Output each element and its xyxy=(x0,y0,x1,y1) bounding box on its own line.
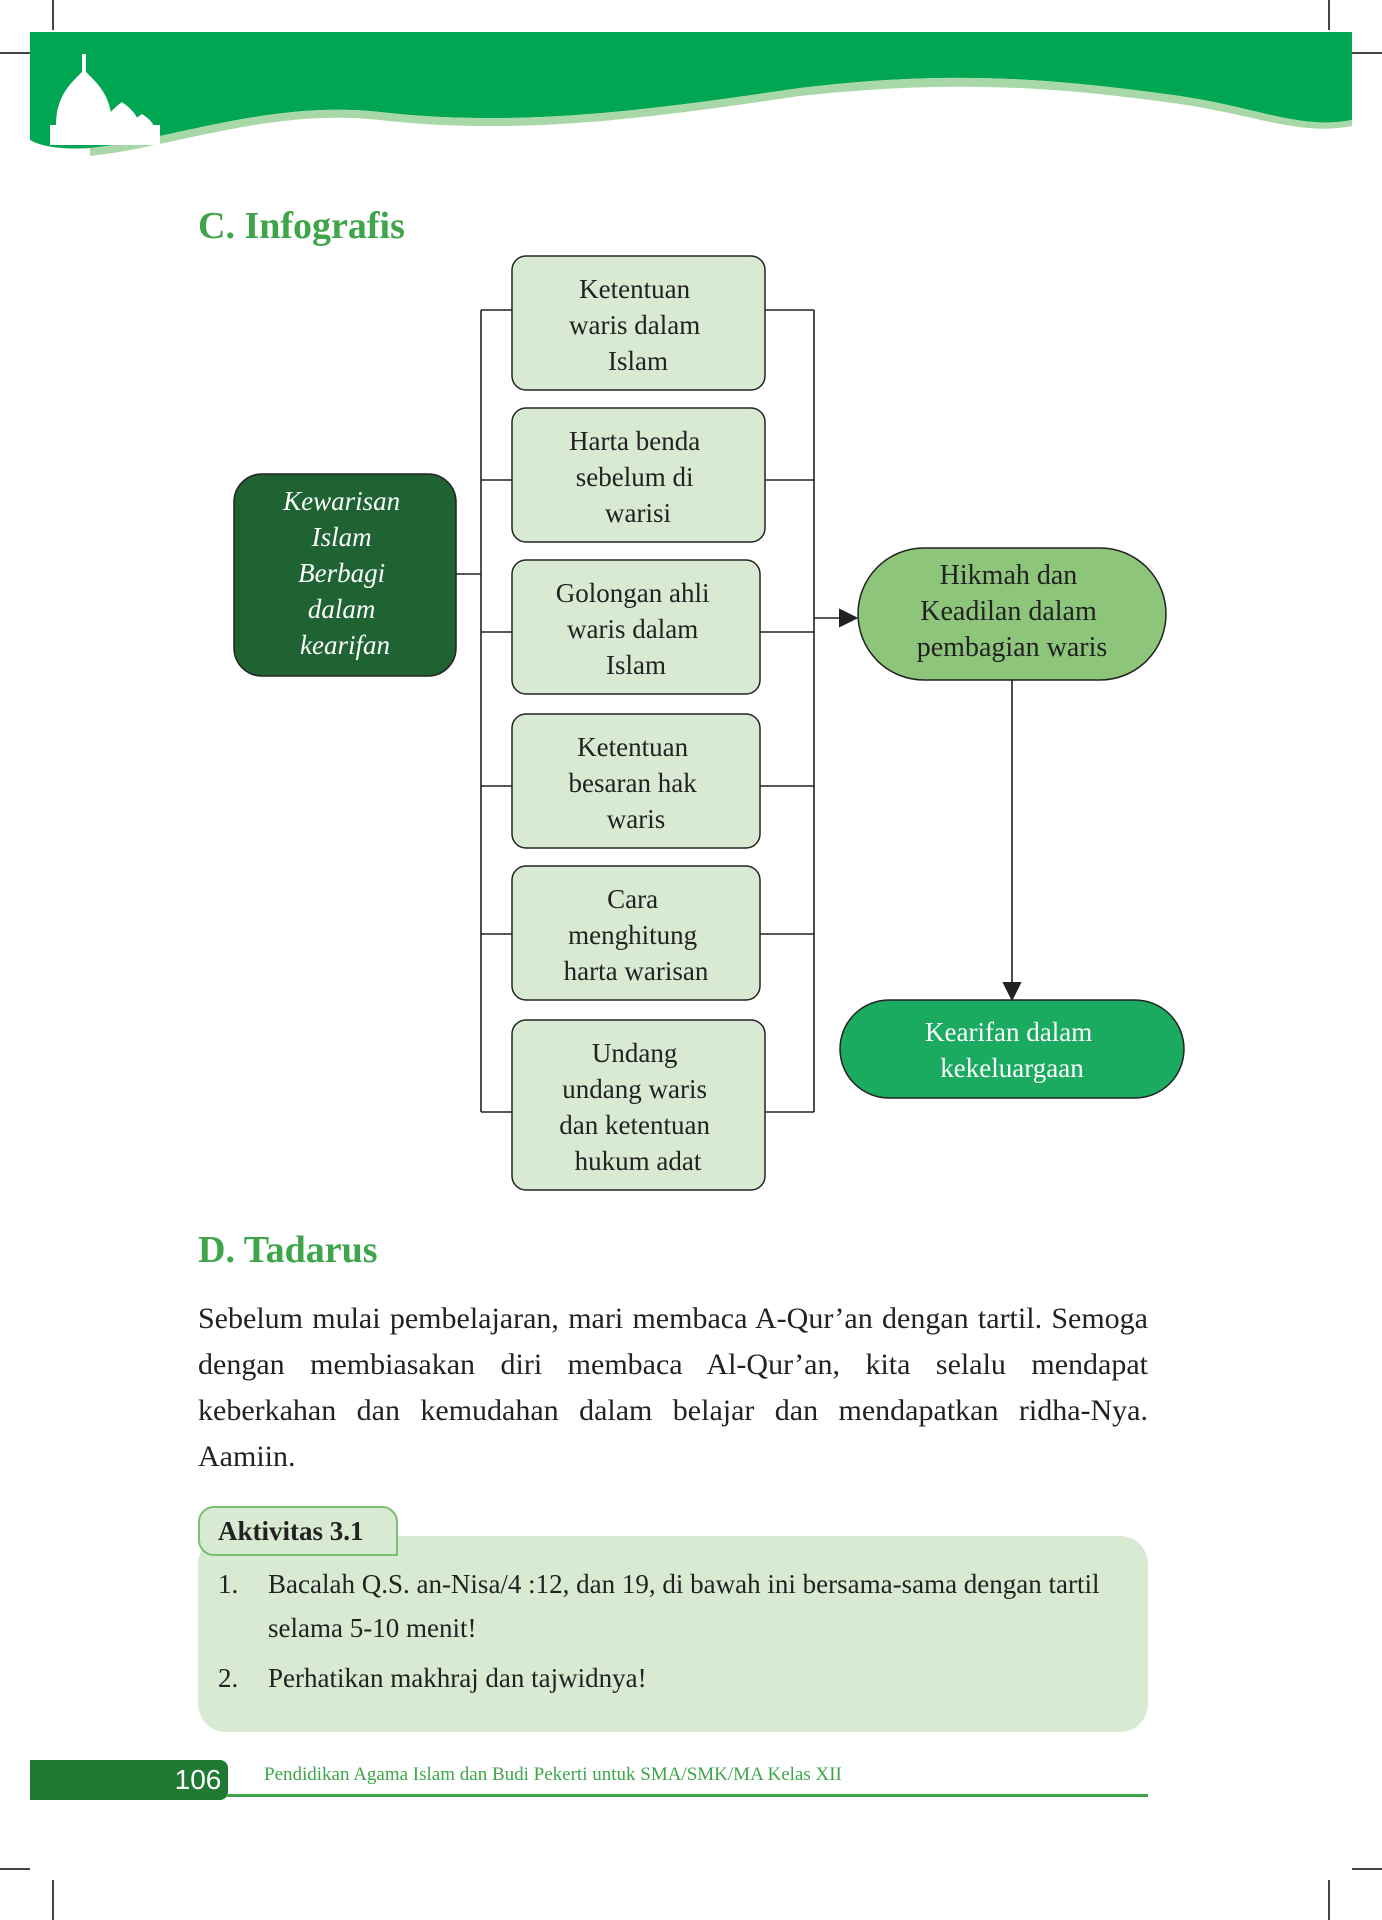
diagram-final-node: Kearifan dalam kekeluargaan xyxy=(839,999,1185,1099)
svg-text:Kewarisan Islam Be: Kewarisan Islam Berbagi dalam kearifan xyxy=(282,486,407,660)
crop-mark xyxy=(0,1868,30,1870)
item-label-line: Undang xyxy=(592,1038,677,1068)
root-label-line: Berbagi xyxy=(298,558,385,588)
crop-mark xyxy=(1328,0,1330,30)
root-label-line: Kewarisan xyxy=(282,486,400,516)
svg-text:Harta benda sebelum di: Harta benda sebelum di warisi xyxy=(569,426,707,528)
item-label-line: Cara xyxy=(607,884,658,914)
crop-mark xyxy=(1352,1868,1382,1870)
result-label-line: Hikmah dan xyxy=(940,560,1078,591)
activity-box xyxy=(198,1536,1148,1732)
result-label-line: Keadilan dalam xyxy=(920,596,1097,627)
item-label-line: Harta benda xyxy=(569,426,700,456)
crop-mark xyxy=(1352,52,1382,54)
diagram-item-node: Cara menghitung harta warisan xyxy=(511,865,761,1001)
page-number: 106 xyxy=(174,1764,222,1795)
result-label-line: pembagian waris xyxy=(917,632,1108,663)
crop-mark xyxy=(0,52,30,54)
diagram-item-node: Ketentuan besaran hak waris xyxy=(511,713,761,849)
activity-item: 2. Perhatikan makhraj dan tajwidnya! xyxy=(216,1656,1136,1700)
infographic-diagram: Kewarisan Islam Berbagi dalam kearifan K… xyxy=(233,255,1185,1191)
diagram-item-node: Harta benda sebelum di warisi xyxy=(511,407,766,543)
activity-item-text: Perhatikan makhraj dan tajwidnya! xyxy=(268,1663,647,1693)
footer-page-bar xyxy=(30,1760,228,1800)
activity-list: 1. Bacalah Q.S. an-Nisa/4 :12, dan 19, d… xyxy=(216,1562,1136,1706)
root-label-line: dalam xyxy=(308,594,376,624)
root-label-line: kearifan xyxy=(300,630,390,660)
activity-item-number: 2. xyxy=(218,1663,239,1693)
svg-text:Ketentuan besaran hak: Ketentuan besaran hak waris xyxy=(569,732,704,834)
item-label-line: dan ketentuan xyxy=(559,1110,710,1140)
crop-mark xyxy=(52,0,54,30)
diagram-connectors xyxy=(456,309,1022,1113)
svg-text:Cara menghitung ha: Cara menghitung harta warisan xyxy=(564,884,709,986)
activity-item: 1. Bacalah Q.S. an-Nisa/4 :12, dan 19, d… xyxy=(216,1562,1136,1650)
activity-item-text: Bacalah Q.S. an-Nisa/4 :12, dan 19, di b… xyxy=(268,1569,1100,1643)
svg-text:Ketentuan waris dalam: Ketentuan waris dalam Islam xyxy=(569,274,707,376)
item-label-line: Ketentuan xyxy=(577,732,688,762)
footer-book-title: Pendidikan Agama Islam dan Budi Pekerti … xyxy=(264,1764,842,1785)
svg-text:Undang undang waris: Undang undang waris dan ketentuan hukum … xyxy=(559,1038,716,1176)
item-label-line: Islam xyxy=(608,346,668,376)
diagram-root-node: Kewarisan Islam Berbagi dalam kearifan xyxy=(233,473,457,677)
item-label-line: Islam xyxy=(606,650,666,680)
header-wave-banner xyxy=(30,32,1352,156)
crop-mark xyxy=(52,1880,54,1920)
activity-item-number: 1. xyxy=(218,1569,239,1599)
item-label-line: Golongan ahli xyxy=(556,578,710,608)
footer-divider xyxy=(226,1794,1148,1797)
section-title-infografis: C. Infografis xyxy=(198,205,405,247)
svg-text:Hikmah dan Keadilan dala: Hikmah dan Keadilan dalam pembagian wari… xyxy=(917,560,1108,663)
item-label-line: harta warisan xyxy=(564,956,709,986)
item-label-line: undang waris xyxy=(562,1074,707,1104)
item-label-line: waris dalam xyxy=(569,310,700,340)
item-label-line: sebelum di xyxy=(576,462,694,492)
activity-label: Aktivitas 3.1 xyxy=(198,1506,398,1556)
tadarus-paragraph: Sebelum mulai pembelajaran, mari membaca… xyxy=(198,1302,1148,1473)
final-label-line: kekeluargaan xyxy=(940,1053,1084,1083)
final-label-line: Kearifan dalam xyxy=(925,1017,1092,1047)
mosque-silhouette-icon xyxy=(50,54,160,145)
diagram-result-node: Hikmah dan Keadilan dalam pembagian wari… xyxy=(857,547,1167,681)
diagram-item-node: Ketentuan waris dalam Islam xyxy=(511,255,766,391)
diagram-item-node: Undang undang waris dan ketentuan hukum … xyxy=(511,1019,766,1191)
crop-mark xyxy=(1328,1880,1330,1920)
item-label-line: besaran hak xyxy=(569,768,698,798)
item-label-line: waris dalam xyxy=(567,614,698,644)
section-title-tadarus: D. Tadarus xyxy=(198,1229,378,1271)
svg-text:Golongan ahli waris dala: Golongan ahli waris dalam Islam xyxy=(556,578,716,680)
item-label-line: hukum adat xyxy=(575,1146,702,1176)
item-label-line: warisi xyxy=(605,498,671,528)
diagram-item-node: Golongan ahli waris dalam Islam xyxy=(511,559,761,695)
item-label-line: waris xyxy=(607,804,665,834)
root-label-line: Islam xyxy=(311,522,372,552)
svg-text:Kearifan dalam kekeluarg: Kearifan dalam kekeluargaan xyxy=(925,1017,1099,1083)
item-label-line: Ketentuan xyxy=(579,274,690,304)
item-label-line: menghitung xyxy=(568,920,697,950)
